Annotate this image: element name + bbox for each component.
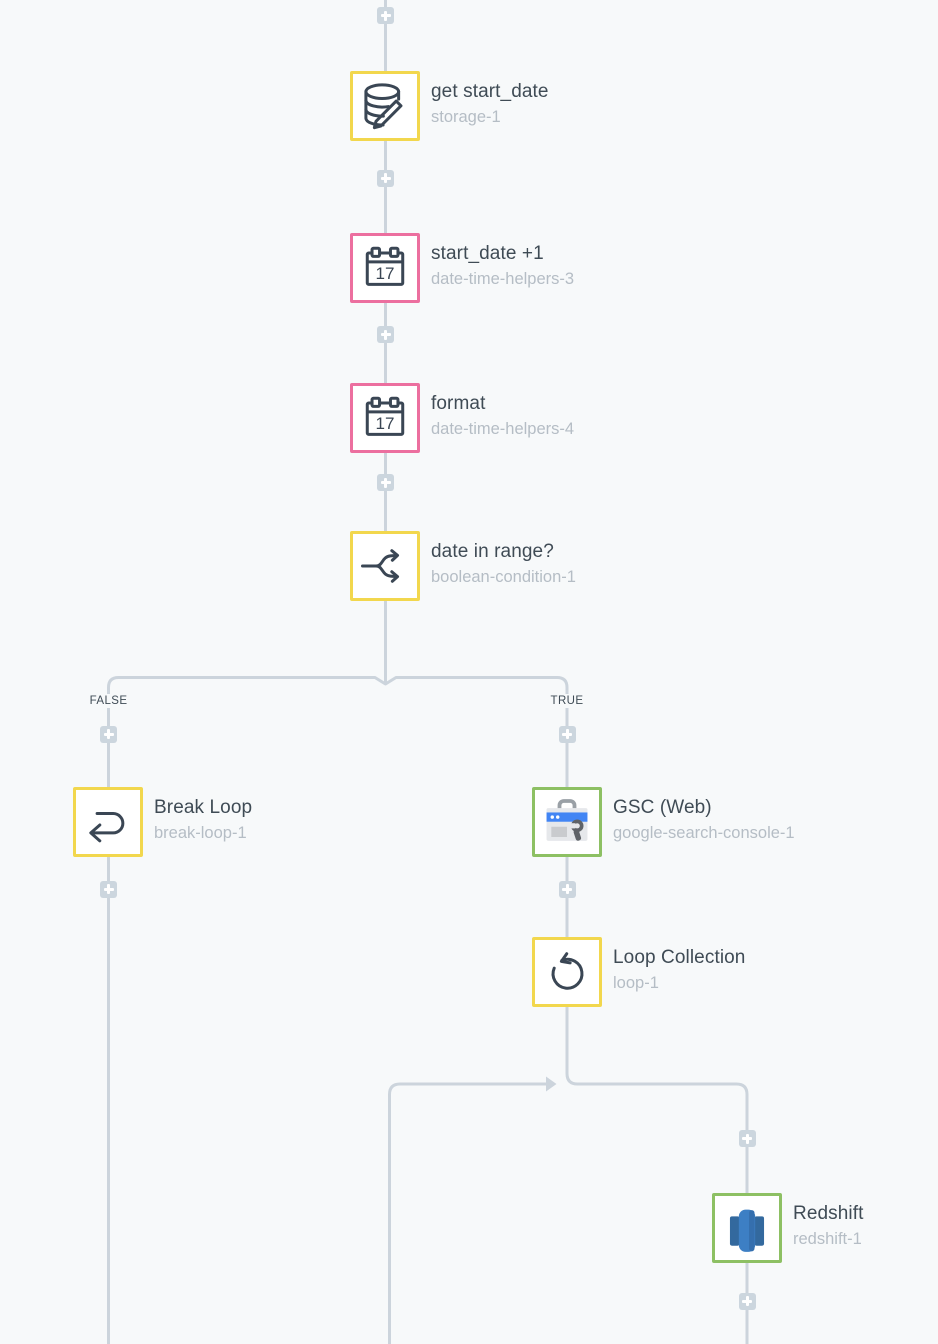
node-date-in-range[interactable] xyxy=(350,531,420,601)
step-subtitle: google-search-console-1 xyxy=(613,824,795,842)
node-format[interactable]: 17 xyxy=(350,383,420,453)
break-loop-icon xyxy=(89,812,125,843)
storage-edit-icon xyxy=(364,83,403,130)
plus-icon xyxy=(377,474,394,491)
plus-icon xyxy=(739,1130,756,1147)
svg-text:17: 17 xyxy=(376,414,395,433)
google-search-console-icon xyxy=(546,799,588,841)
branch-label-false: FALSE xyxy=(85,694,132,708)
calendar-icon: 17 xyxy=(365,246,405,286)
plus-icon xyxy=(377,326,394,343)
plus-icon xyxy=(559,726,576,743)
plus-icon xyxy=(377,7,394,24)
branch-label-true: TRUE xyxy=(546,694,588,708)
loop-arrowhead-icon xyxy=(546,1076,557,1092)
connector-loop-back xyxy=(388,1082,546,1344)
step-subtitle: storage-1 xyxy=(431,108,501,126)
plus-icon xyxy=(377,170,394,187)
add-step-button[interactable] xyxy=(100,725,117,743)
add-step-button[interactable] xyxy=(738,1130,756,1147)
add-step-button[interactable] xyxy=(558,880,576,898)
add-step-button[interactable] xyxy=(377,326,394,343)
step-subtitle: loop-1 xyxy=(613,974,659,992)
step-title: Loop Collection xyxy=(613,947,746,968)
add-step-button[interactable] xyxy=(377,7,394,24)
node-get-start-date[interactable] xyxy=(350,71,420,141)
node-break-loop[interactable] xyxy=(73,787,143,857)
node-gsc-web[interactable] xyxy=(532,787,602,857)
node-loop-collection[interactable] xyxy=(532,937,602,1007)
add-step-button[interactable] xyxy=(738,1292,756,1310)
redshift-icon xyxy=(729,1209,765,1252)
connector-branch-false-true xyxy=(107,676,749,1344)
step-title: date in range? xyxy=(431,541,554,562)
step-subtitle: date-time-helpers-3 xyxy=(431,270,575,288)
step-title: get start_date xyxy=(431,81,549,102)
node-redshift[interactable] xyxy=(712,1193,782,1263)
step-subtitle: break-loop-1 xyxy=(154,824,247,842)
step-title: Break Loop xyxy=(154,797,253,818)
plus-icon xyxy=(739,1293,756,1310)
add-step-button[interactable] xyxy=(558,725,576,743)
step-title: GSC (Web) xyxy=(613,797,712,818)
step-title: format xyxy=(431,393,486,414)
add-step-button[interactable] xyxy=(377,474,394,491)
step-subtitle: redshift-1 xyxy=(793,1230,862,1248)
add-step-button[interactable] xyxy=(377,169,394,187)
calendar-icon: 17 xyxy=(365,396,405,436)
svg-text:17: 17 xyxy=(376,264,395,283)
loop-icon xyxy=(551,952,584,990)
step-title: Redshift xyxy=(793,1203,864,1224)
step-subtitle: boolean-condition-1 xyxy=(431,568,576,586)
plus-icon xyxy=(559,881,576,898)
plus-icon xyxy=(100,881,117,898)
add-step-button[interactable] xyxy=(100,880,117,898)
node-start-date-plus-1[interactable]: 17 xyxy=(350,233,420,303)
plus-icon xyxy=(100,726,117,743)
step-title: start_date +1 xyxy=(431,243,544,264)
step-subtitle: date-time-helpers-4 xyxy=(431,420,575,438)
boolean-branch-icon xyxy=(361,549,400,583)
